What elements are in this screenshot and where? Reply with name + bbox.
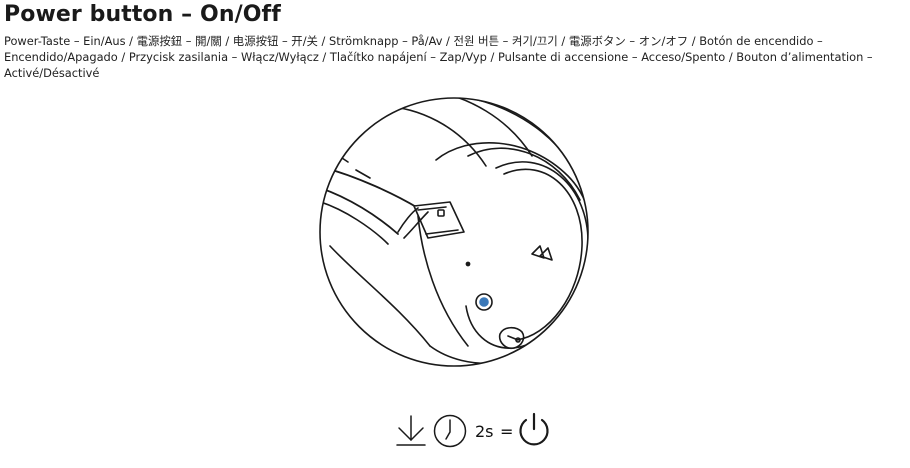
translations-text: Power-Taste – Ein/Aus / 電源按鈕 – 開/關 / 电源按… (4, 34, 873, 80)
page-title: Power button – On/Off (4, 2, 281, 27)
headphone-illustration (319, 97, 589, 367)
press-hold-instruction: 2s = (395, 412, 565, 452)
equals-sign: = (500, 422, 514, 441)
clock-icon (433, 414, 467, 448)
power-icon (519, 412, 549, 446)
duration-label: 2s (475, 422, 494, 441)
press-down-icon (396, 415, 426, 446)
